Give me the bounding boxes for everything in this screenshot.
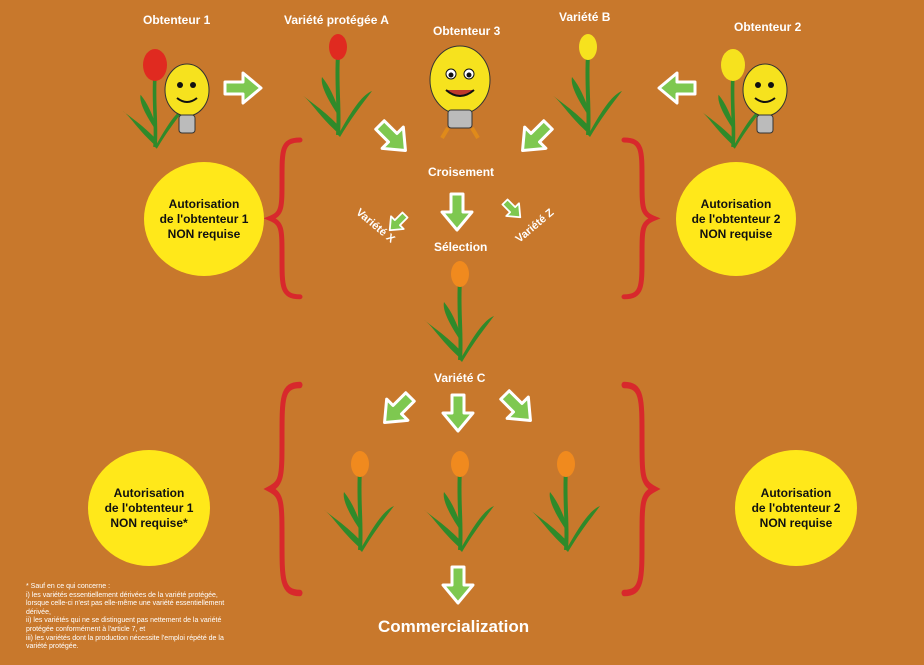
circle-line: Autorisation bbox=[760, 485, 832, 500]
label-obtenteur2: Obtenteur 2 bbox=[734, 20, 802, 34]
circle-line: Autorisation bbox=[168, 196, 240, 211]
obtenteur1-figure bbox=[120, 49, 210, 151]
footnote-line: i) les variétés essentiellement dérivées… bbox=[26, 591, 218, 599]
circle-line: NON requise bbox=[699, 226, 773, 241]
label-obtenteur1: Obtenteur 1 bbox=[143, 13, 211, 27]
circle-line: de l'obtenteur 1 bbox=[104, 500, 194, 515]
label-variete-b: Variété B bbox=[559, 10, 611, 24]
label-variete-a: Variété protégée A bbox=[284, 13, 389, 27]
circle-line: NON requise bbox=[167, 226, 241, 241]
footnote-line: protégée conformément à l'article 7, et bbox=[26, 625, 146, 633]
brace-icon bbox=[270, 385, 300, 593]
circle-line: de l'obtenteur 1 bbox=[159, 211, 249, 226]
arrow-icon bbox=[657, 71, 697, 105]
obtenteur3-figure bbox=[429, 45, 491, 140]
footnote: * Sauf en ce qui concerne : i) les varié… bbox=[26, 583, 261, 652]
brace-icon bbox=[270, 140, 300, 297]
label-croisement: Croisement bbox=[428, 165, 495, 179]
brace-icon bbox=[624, 385, 654, 593]
obtenteur2-figure bbox=[698, 49, 788, 151]
circle-line: NON requise bbox=[759, 515, 833, 530]
label-commercialization: Commercialization bbox=[378, 617, 530, 636]
footnote-line: dérivée, bbox=[26, 608, 51, 616]
label-variete-c: Variété C bbox=[434, 371, 486, 385]
circle-line: de l'obtenteur 2 bbox=[691, 211, 781, 226]
circle-line: Autorisation bbox=[113, 485, 185, 500]
brace-icon bbox=[624, 140, 654, 297]
circle-line: Autorisation bbox=[700, 196, 772, 211]
circle-line: de l'obtenteur 2 bbox=[751, 500, 841, 515]
label-selection: Sélection bbox=[434, 240, 488, 254]
footnote-line: variété protégée. bbox=[26, 643, 79, 651]
arrow-icon bbox=[223, 71, 263, 105]
authorization-circle-bottom-left: Autorisation de l'obtenteur 1 NON requis… bbox=[88, 450, 210, 566]
footnote-line: * Sauf en ce qui concerne : bbox=[26, 583, 111, 590]
authorization-circle-bottom-right: Autorisation de l'obtenteur 2 NON requis… bbox=[735, 450, 857, 566]
footnote-line: iii) les variétés dont la production néc… bbox=[26, 634, 224, 642]
authorization-circle-top-left: Autorisation de l'obtenteur 1 NON requis… bbox=[144, 162, 264, 276]
authorization-circle-top-right: Autorisation de l'obtenteur 2 NON requis… bbox=[676, 162, 796, 276]
footnote-line: lorsque celle-ci n'est pas elle-même une… bbox=[26, 600, 225, 608]
label-obtenteur3: Obtenteur 3 bbox=[433, 24, 501, 38]
footnote-line: ii) les variétés qui ne se distinguent p… bbox=[26, 617, 222, 625]
circle-line: NON requise* bbox=[110, 515, 188, 530]
